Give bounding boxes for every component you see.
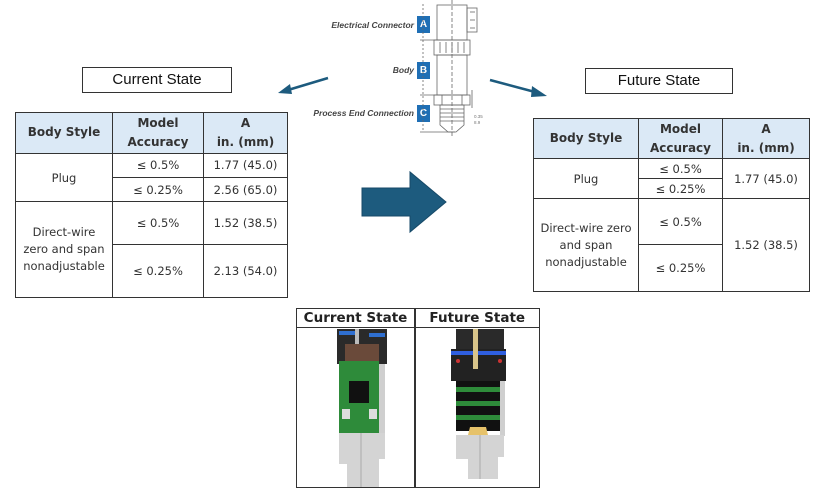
cell-a-value: 1.77 (45.0): [203, 152, 288, 179]
arrow-to-current-state: [278, 76, 329, 94]
cell-a-value-merged: 1.77 (45.0): [722, 158, 810, 200]
section-a-badge: A: [417, 16, 430, 33]
photo-comparison: Current State Future State: [296, 308, 540, 488]
cell-a-value: 2.13 (54.0): [203, 244, 288, 298]
photo-future-state-title: Future State: [415, 309, 539, 328]
sensor-diagram: Electrical Connector Body Process End Co…: [300, 0, 500, 140]
table-row: Plug ≤ 0.5% 1.77 (45.0): [533, 158, 810, 200]
table-row: ≤ 0.25% 2.56 (65.0): [16, 177, 288, 203]
arrow-to-future-state: [489, 78, 547, 97]
future-state-title: Future State: [585, 68, 733, 94]
transition-arrow-icon: [361, 170, 447, 234]
sensor-line-drawing: 0.35 8.9: [420, 0, 483, 138]
cell-accuracy: ≤ 0.25%: [638, 178, 723, 200]
cell-accuracy: ≤ 0.5%: [638, 198, 723, 245]
cell-accuracy: ≤ 0.25%: [112, 177, 204, 203]
cell-a-value-merged: 1.52 (38.5): [722, 198, 810, 292]
header-body-style: Body Style: [15, 112, 113, 154]
current-state-sensor-image: [337, 329, 387, 487]
cell-accuracy: ≤ 0.25%: [638, 243, 723, 293]
header-body-style: Body Style: [533, 117, 639, 160]
cell-a-value: 1.52 (38.5): [203, 201, 288, 246]
section-b-badge: B: [417, 62, 430, 79]
cell-accuracy: ≤ 0.5%: [112, 201, 204, 246]
section-c-badge: C: [417, 105, 430, 122]
table-row: ≤ 0.25%: [534, 243, 810, 293]
cell-a-value: 2.56 (65.0): [203, 177, 288, 203]
cell-accuracy: ≤ 0.25%: [112, 244, 204, 298]
label-process-end-connection: Process End Connection: [313, 108, 414, 118]
current-state-title: Current State: [82, 67, 232, 93]
label-electrical-connector: Electrical Connector: [331, 20, 414, 30]
photo-current-state-title: Current State: [297, 309, 415, 328]
dimension-text-mm: 8.9: [474, 120, 481, 125]
cell-body-style-plug: Plug: [15, 152, 113, 203]
future-state-sensor-image: [451, 329, 506, 479]
cell-accuracy: ≤ 0.5%: [112, 152, 204, 179]
dimension-text-inch: 0.35: [474, 114, 483, 119]
photo-divider: [414, 309, 416, 487]
cell-accuracy: ≤ 0.5%: [638, 158, 723, 180]
table-row: Plug ≤ 0.5% 1.77 (45.0): [15, 152, 288, 203]
table-row: ≤ 0.25% 2.13 (54.0): [16, 244, 288, 298]
label-body: Body: [392, 65, 414, 75]
cell-body-style-plug: Plug: [533, 158, 639, 200]
